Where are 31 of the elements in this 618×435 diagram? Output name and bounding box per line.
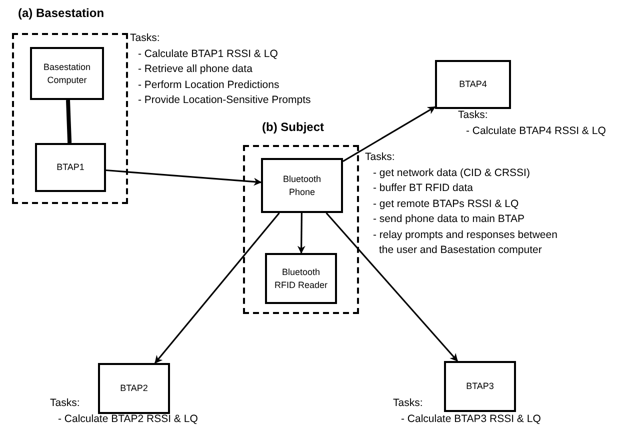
tasks-heading: Tasks: [50, 396, 81, 411]
task-item: - Provide Location-Sensitive Prompts [137, 93, 312, 108]
group-title: (a) Basestation [18, 6, 104, 20]
tasks-heading: Tasks: [393, 396, 424, 411]
task-item: - Calculate BTAP3 RSSI & LQ [400, 412, 542, 426]
arrow [106, 169, 262, 186]
task-item: - Perform Location Predictions [137, 78, 280, 92]
task-item: - get network data (CID & CRSSI) [372, 166, 531, 180]
task-item: - Calculate BTAP2 RSSI & LQ [57, 412, 199, 426]
process-box: BTAP1 [35, 143, 106, 192]
task-item: - Retrieve all phone data [137, 62, 254, 77]
task-item: - Calculate BTAP1 RSSI & LQ [137, 46, 279, 62]
tasks-heading: Tasks: [365, 150, 396, 165]
task-item: - get remote BTAPs RSSI & LQ [372, 196, 520, 212]
process-box: BTAP2 [98, 363, 170, 414]
process-box: Bluetooth RFID Reader [265, 253, 337, 304]
task-item: - buffer BT RFID data [372, 181, 474, 196]
tasks-heading: Tasks: [458, 108, 489, 123]
process-box: BTAP3 [444, 361, 516, 412]
task-item: - send phone data to main BTAP [372, 212, 526, 227]
arrow [342, 106, 436, 162]
process-box: Basestation Computer [30, 47, 104, 100]
process-box: Bluetooth Phone [261, 158, 343, 213]
arrow [297, 213, 306, 254]
tasks-heading: Tasks: [130, 31, 161, 46]
task-item: - relay prompts and responses between the user and Basestation computer [372, 228, 558, 258]
process-box: BTAP4 [435, 60, 511, 109]
task-item: - Calculate BTAP4 RSSI & LQ [465, 124, 607, 138]
group-title: (b) Subject [262, 120, 324, 134]
arrow [326, 212, 458, 362]
arrow [154, 212, 280, 364]
